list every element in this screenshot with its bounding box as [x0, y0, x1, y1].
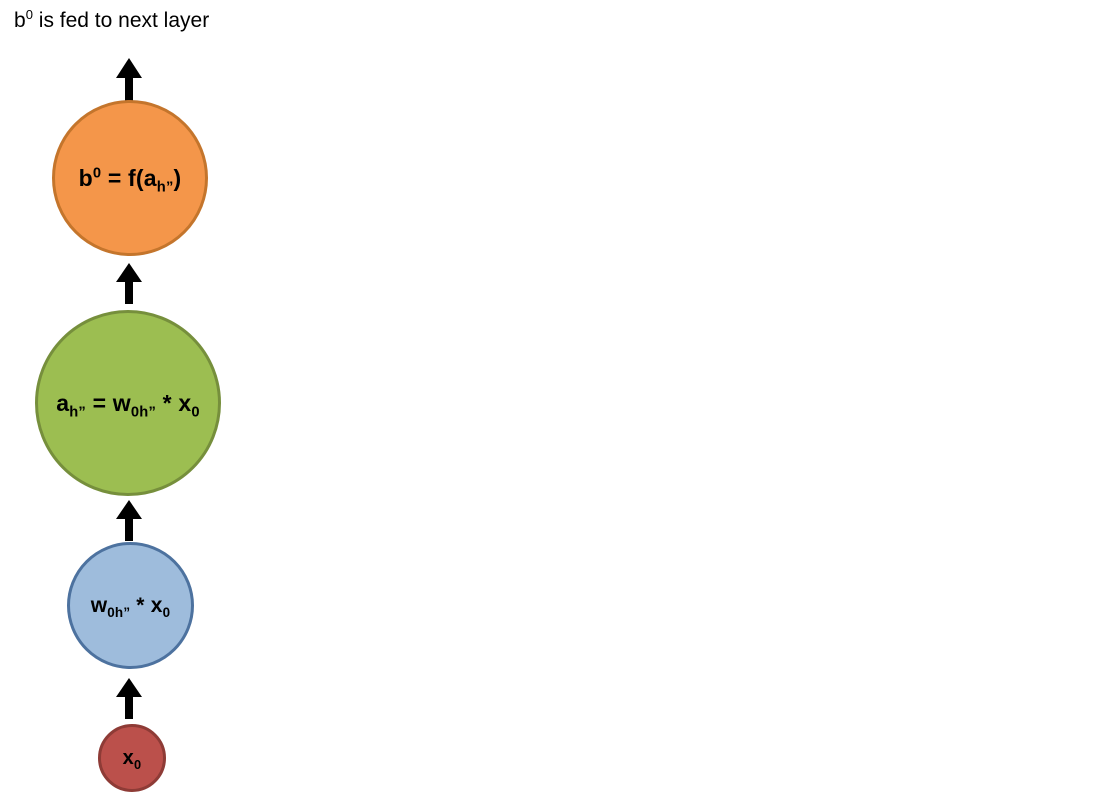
caption-variable: b: [14, 9, 26, 32]
output-node-label: b0 = f(ah”): [78, 164, 182, 196]
caption-superscript: 0: [25, 7, 33, 22]
input-node[interactable]: x0: [98, 724, 166, 792]
product-node[interactable]: w0h” * x0: [67, 542, 194, 669]
caption-suffix: is fed to next layer: [32, 9, 210, 32]
arrow-output-to-next-layer: [116, 58, 142, 102]
product-node-label: w0h” * x0: [90, 593, 171, 620]
arrow-product-to-activation: [116, 500, 142, 541]
output-node[interactable]: b0 = f(ah”): [52, 100, 208, 256]
activation-node[interactable]: ah” = w0h” * x0: [35, 310, 221, 496]
arrow-input-to-product: [116, 678, 142, 719]
input-node-label: x0: [122, 746, 142, 772]
arrow-activation-to-output: [116, 263, 142, 304]
page-title: b0 is fed to next layer: [14, 8, 209, 34]
activation-node-label: ah” = w0h” * x0: [56, 389, 200, 421]
